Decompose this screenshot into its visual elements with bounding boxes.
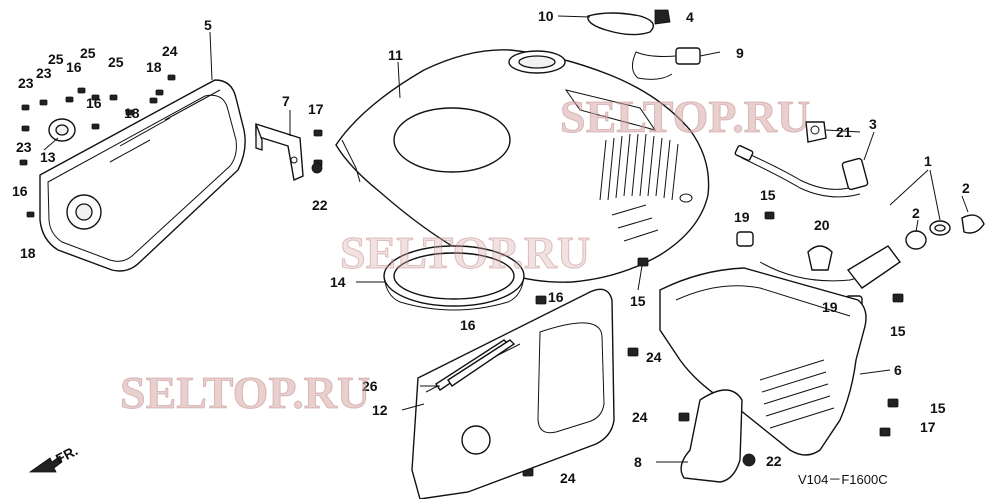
callout-2: 2 (912, 205, 920, 221)
callout-24: 24 (162, 43, 178, 59)
callout-16: 16 (66, 59, 82, 75)
callout-17: 17 (920, 419, 936, 435)
callout-5: 5 (204, 17, 212, 33)
flap-8 (680, 389, 743, 483)
bracket-7 (255, 123, 323, 182)
watermark: SELTOP.RU (120, 367, 370, 418)
callout-22: 22 (312, 197, 328, 213)
callout-16: 16 (548, 289, 564, 305)
callout-9: 9 (736, 45, 744, 61)
left-cover-bolts (19, 74, 176, 218)
callout-1: 1 (924, 153, 932, 169)
leader-lines (43, 15, 969, 463)
callout-25: 25 (80, 45, 96, 61)
callout-16: 16 (86, 95, 102, 111)
callout-22: 22 (766, 453, 782, 469)
callout-24: 24 (560, 470, 576, 486)
callout-24: 24 (632, 409, 648, 425)
diagram-code: V104－F1600C (798, 472, 888, 487)
cap-10 (587, 12, 654, 36)
watermark: SELTOP.RU (340, 227, 590, 278)
callout-19: 19 (822, 299, 838, 315)
callout-18: 18 (20, 245, 36, 261)
cover-vents (599, 133, 679, 242)
callout-18: 18 (124, 105, 140, 121)
callout-14: 14 (330, 274, 346, 290)
callout-15: 15 (760, 187, 776, 203)
watermark: SELTOP.RU (560, 91, 810, 142)
harness-3 (734, 145, 869, 198)
callout-15: 15 (890, 323, 906, 339)
left-side-cover (39, 79, 246, 272)
callout-15: 15 (630, 293, 646, 309)
callout-8: 8 (634, 454, 642, 470)
callout-25: 25 (48, 51, 64, 67)
callout-23: 23 (16, 139, 32, 155)
callout-24: 24 (646, 349, 662, 365)
gasket-13 (48, 118, 76, 142)
callout-4: 4 (686, 9, 694, 25)
callout-15: 15 (930, 400, 946, 416)
front-cover-12 (411, 288, 615, 499)
callout-26: 26 (362, 378, 378, 394)
callout-2: 2 (962, 180, 970, 196)
callout-11: 11 (388, 47, 403, 63)
callout-21: 21 (836, 124, 852, 140)
nut-4 (654, 9, 671, 25)
switch-assembly-1 (759, 214, 985, 289)
strip-26 (435, 339, 516, 391)
callout-3: 3 (869, 116, 877, 132)
switch-9 (632, 47, 701, 80)
callout-16: 16 (460, 317, 476, 333)
callout-17: 17 (308, 101, 324, 117)
callout-13: 13 (40, 149, 56, 165)
callout-12: 12 (372, 402, 388, 418)
callout-18: 18 (146, 59, 162, 75)
watermarks: SELTOP.RU SELTOP.RU SELTOP.RU (120, 91, 811, 419)
callout-10: 10 (538, 8, 554, 24)
callout-23: 23 (36, 65, 52, 81)
top-cover-11 (335, 49, 710, 283)
callout-23: 23 (18, 75, 34, 91)
callout-6: 6 (894, 362, 902, 378)
callouts: 10 4 9 11 5 24 25 16 25 25 18 23 23 16 1… (12, 8, 970, 486)
filter-element-14 (383, 245, 525, 311)
callout-16: 16 (12, 183, 28, 199)
clip-21 (805, 121, 827, 143)
callout-25: 25 (108, 54, 124, 70)
front-arrow-icon (28, 455, 63, 473)
callout-19: 19 (734, 209, 750, 225)
lower-cover-6 (659, 267, 867, 456)
callout-20: 20 (814, 217, 830, 233)
callout-7: 7 (282, 93, 290, 109)
